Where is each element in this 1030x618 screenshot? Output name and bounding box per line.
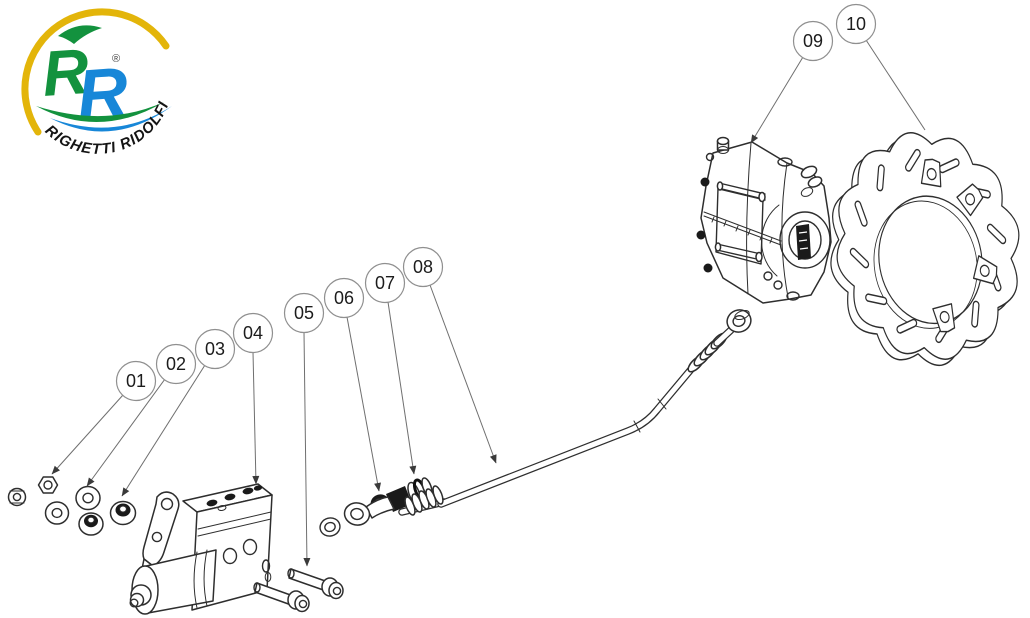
leader-lines bbox=[51, 39, 926, 567]
callout-04: 04 bbox=[232, 312, 274, 354]
caliper-mount-bolts bbox=[696, 177, 783, 290]
part-10-brake-disc bbox=[816, 116, 1030, 376]
leader-04 bbox=[252, 351, 260, 485]
callout-01: 01 bbox=[115, 360, 157, 402]
callout-01-label: 01 bbox=[126, 371, 146, 391]
callout-02-label: 02 bbox=[166, 354, 186, 374]
part-09-brake-caliper bbox=[696, 136, 832, 304]
callout-10-label: 10 bbox=[846, 14, 866, 34]
caliper-bore bbox=[779, 211, 831, 269]
callout-05: 05 bbox=[283, 292, 325, 334]
callout-06-label: 06 bbox=[334, 288, 354, 308]
leader-02 bbox=[86, 378, 166, 487]
brand-logo: R R ® RIGHETTI RIDOLFI bbox=[21, 8, 172, 158]
cylinder-barrel bbox=[129, 549, 217, 615]
caliper-body bbox=[700, 141, 832, 304]
leader-09 bbox=[750, 56, 804, 144]
banjo-eye-lower bbox=[343, 496, 395, 526]
part-02-washers bbox=[44, 485, 101, 525]
caliper-pad-pins bbox=[714, 181, 766, 263]
part-drawings bbox=[7, 116, 1030, 615]
disc-mount-tabs bbox=[920, 158, 998, 333]
caliper-top-bolts bbox=[705, 136, 793, 167]
logo-green-r: R bbox=[40, 35, 91, 110]
logo-ring bbox=[21, 8, 170, 136]
part-08-brake-hose bbox=[343, 309, 752, 526]
logo-blue-swoosh bbox=[50, 106, 172, 132]
caliper-banjo-boss bbox=[800, 165, 823, 197]
registered-trademark-icon: ® bbox=[112, 53, 120, 65]
callout-03-label: 03 bbox=[205, 339, 225, 359]
callout-06: 06 bbox=[323, 277, 365, 319]
leader-05 bbox=[303, 331, 311, 567]
part-03-hub-washers bbox=[78, 500, 137, 536]
callout-09-label: 09 bbox=[803, 31, 823, 51]
callout-05-label: 05 bbox=[294, 303, 314, 323]
leader-07 bbox=[387, 301, 417, 475]
callout-04-label: 04 bbox=[243, 323, 263, 343]
part-04-master-cylinder bbox=[129, 483, 273, 615]
part-01-hex-nuts bbox=[7, 476, 59, 507]
leader-01 bbox=[51, 394, 124, 475]
callout-07: 07 bbox=[364, 262, 406, 304]
disc-center-hole-echo bbox=[873, 200, 978, 329]
callout-10: 10 bbox=[835, 3, 877, 45]
leader-08 bbox=[429, 284, 497, 464]
part-05-socket-screws bbox=[253, 568, 344, 613]
banjo-eye-upper bbox=[726, 309, 752, 333]
caliper-pad-spring bbox=[703, 211, 782, 246]
callout-07-label: 07 bbox=[375, 273, 395, 293]
logo-leaf bbox=[58, 25, 102, 44]
callouts: 01 02 03 04 05 06 07 08 bbox=[115, 3, 877, 402]
callout-02: 02 bbox=[155, 343, 197, 385]
leader-10 bbox=[865, 39, 926, 131]
hose-line bbox=[437, 363, 697, 508]
leader-03 bbox=[121, 364, 206, 497]
leader-06 bbox=[346, 316, 381, 492]
callout-03: 03 bbox=[194, 328, 236, 370]
callout-08: 08 bbox=[402, 246, 444, 288]
callout-09: 09 bbox=[792, 20, 834, 62]
callout-08-label: 08 bbox=[413, 257, 433, 277]
logo-green-swoosh bbox=[36, 102, 164, 123]
hose-crimp-sleeve bbox=[404, 485, 444, 516]
